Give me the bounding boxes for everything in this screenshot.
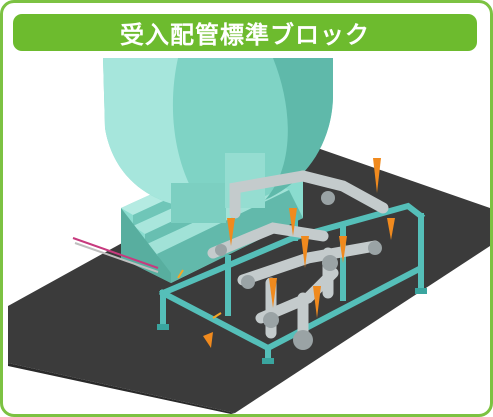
piping-block-illustration — [8, 58, 490, 414]
tank-body — [103, 58, 333, 223]
rack-feet — [157, 288, 427, 364]
banner-title: 受入配管標準ブロック — [120, 21, 370, 49]
pipe-fittings — [215, 191, 382, 350]
lead-line — [72, 237, 222, 319]
title-banner: 受入配管標準ブロック — [13, 14, 477, 51]
valve-marker — [203, 158, 395, 348]
pipe-assembly — [207, 170, 389, 349]
